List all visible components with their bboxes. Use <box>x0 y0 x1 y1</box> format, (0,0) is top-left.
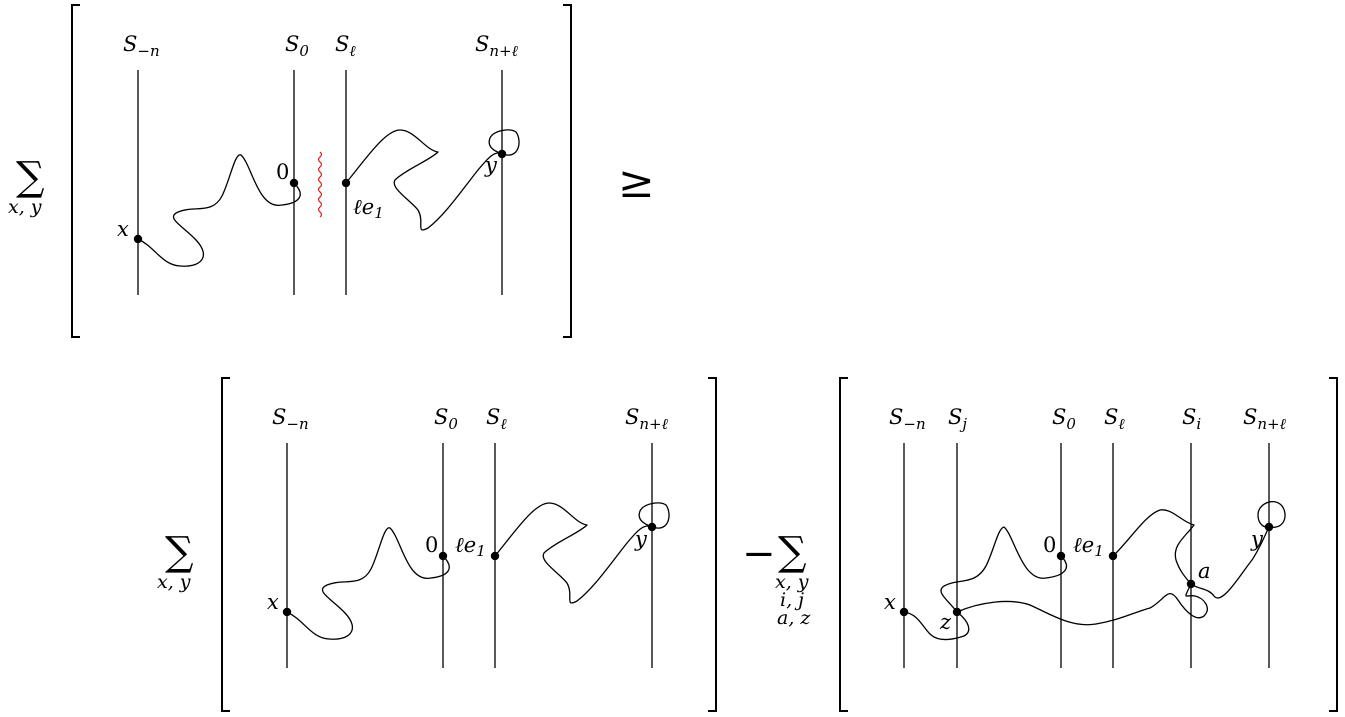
top-label-le1: ℓe1 <box>353 195 384 222</box>
bottom-right-label-s-0: S0 <box>1052 405 1076 433</box>
bottom-right-sum-symbol: ∑ <box>778 529 807 575</box>
top-left-bracket <box>71 4 80 338</box>
bottom-left-label-0: 0 <box>425 533 438 557</box>
bottom-left-sum-index-xy: x, y <box>157 571 191 593</box>
bottom-right-walk-a-to-y <box>1190 500 1286 599</box>
bottom-right-point-z <box>952 607 962 617</box>
bottom-left-label-x: x <box>267 590 279 614</box>
top-right-bracket <box>563 4 572 338</box>
bottom-right-walk-x-to-z <box>903 611 970 641</box>
bottom-left-right-bracket <box>708 377 717 712</box>
bottom-left-point-y <box>647 522 657 532</box>
top-point-x <box>133 234 143 244</box>
bottom-right-point-a <box>1186 579 1196 589</box>
bottom-right-label-le1: ℓe1 <box>1073 533 1104 560</box>
bottom-right-label-s-i: Si <box>1182 405 1201 433</box>
top-walk-x-to-0 <box>137 154 301 267</box>
top-panel: ∑ x, y S−n S0 Sℓ Sn+ℓ x 0 ℓe1 y <box>8 4 572 338</box>
bottom-right-sum-index-ij: i, j <box>780 589 804 611</box>
top-red-wavy-line <box>317 151 323 218</box>
bottom-right-label-s-l: Sℓ <box>1104 405 1125 433</box>
bottom-right-right-bracket <box>1329 377 1338 712</box>
bottom-right-walk-z-to-0 <box>940 526 1067 613</box>
minus-symbol: − <box>742 531 776 577</box>
bottom-left-point-0 <box>438 551 448 561</box>
bottom-right-label-s-n-plus-l: Sn+ℓ <box>1243 405 1286 433</box>
bottom-right-label-s-minus-n: S−n <box>889 405 926 433</box>
bottom-left-point-le1 <box>490 551 500 561</box>
bottom-right-sum-index-xy: x, y <box>775 571 809 593</box>
bottom-left-panel: ∑ x, y S−n S0 Sℓ Sn+ℓ x 0 ℓe1 y <box>157 377 717 712</box>
bottom-right-label-z: z <box>939 610 952 634</box>
bottom-right-point-0 <box>1056 551 1066 561</box>
bottom-right-label-a: a <box>1198 559 1211 583</box>
bottom-right-panel: S−n Sj S0 Sℓ Si Sn+ℓ x z 0 ℓe1 a y <box>839 377 1338 712</box>
bottom-left-sum-symbol: ∑ <box>165 529 194 575</box>
top-sum-symbol: ∑ <box>16 154 45 200</box>
top-label-0: 0 <box>276 160 289 184</box>
bottom-right-label-x: x <box>884 590 896 614</box>
bottom-right-label-y: y <box>1250 527 1264 551</box>
top-walk-le1-to-y <box>345 129 520 231</box>
bottom-left-left-bracket <box>221 377 230 712</box>
top-point-le1 <box>341 178 351 188</box>
bottom-right-label-s-j: Sj <box>948 405 967 433</box>
bottom-left-walk-x-to-0 <box>286 527 450 640</box>
bottom-right-point-y <box>1264 522 1274 532</box>
top-point-y <box>497 149 507 159</box>
bottom-right-point-le1 <box>1108 551 1118 561</box>
top-label-s-0: S0 <box>285 32 309 60</box>
bottom-left-point-x <box>282 607 292 617</box>
top-sum-index-xy: x, y <box>8 196 42 218</box>
top-label-y: y <box>484 153 498 177</box>
top-label-s-l: Sℓ <box>335 32 356 60</box>
bottom-right-sum-index-az: a, z <box>777 607 811 629</box>
bottom-right-label-0: 0 <box>1043 533 1056 557</box>
bottom-left-label-s-minus-n: S−n <box>272 405 309 433</box>
top-point-0 <box>289 178 299 188</box>
bottom-right-walk-z-to-a <box>956 583 1208 626</box>
bottom-left-label-s-0: S0 <box>434 405 458 433</box>
top-label-s-minus-n: S−n <box>123 32 160 60</box>
bottom-right-point-x <box>899 607 909 617</box>
bottom-left-walk-le1-to-y <box>494 502 670 604</box>
bottom-left-label-s-n-plus-l: Sn+ℓ <box>625 405 668 433</box>
bottom-left-label-le1: ℓe1 <box>455 533 486 560</box>
bottom-right-left-bracket <box>839 377 848 712</box>
greater-equal-symbol: ≥ <box>618 157 655 208</box>
bottom-right-walk-le1-to-a <box>1112 509 1195 585</box>
bottom-left-label-s-l: Sℓ <box>486 405 507 433</box>
top-label-s-n-plus-l: Sn+ℓ <box>475 32 518 60</box>
top-label-x: x <box>117 217 129 241</box>
bottom-left-label-y: y <box>634 527 648 551</box>
